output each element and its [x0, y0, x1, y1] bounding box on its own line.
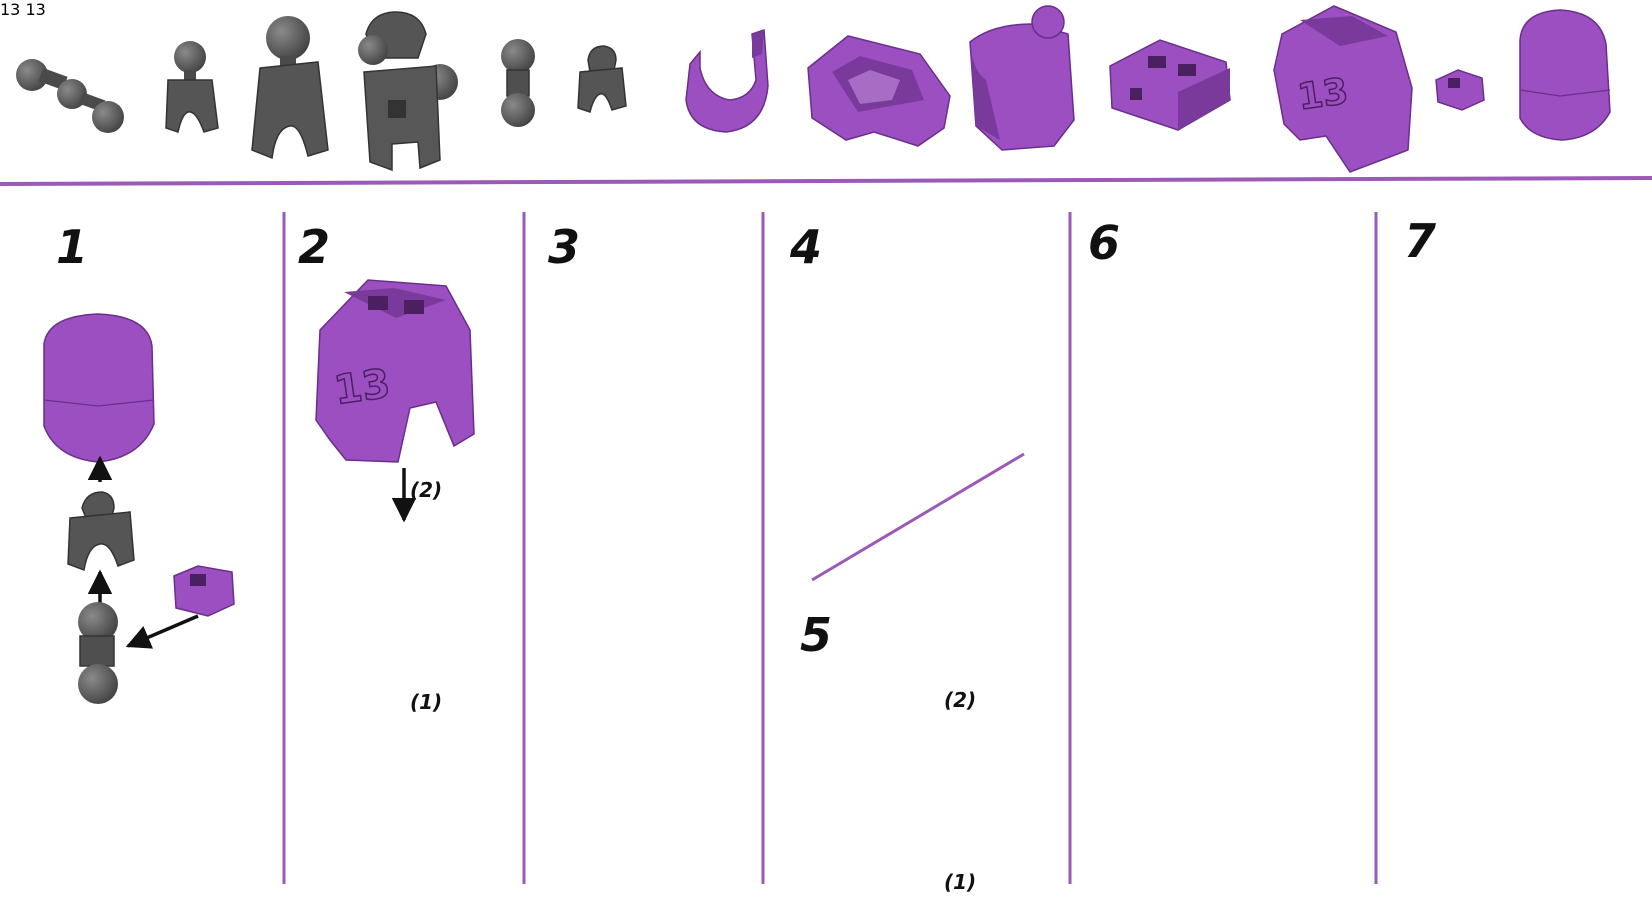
step1-purple-clip [173, 565, 235, 617]
part-purple-chest-block [1109, 39, 1231, 131]
step-number-1: 1 [56, 220, 89, 274]
step5-order-note-bottom: (1) [944, 870, 977, 894]
step5-order-note-top: (2) [944, 688, 977, 712]
step-number-3: 3 [548, 220, 581, 274]
step5-arrow-diagonal: 13 13 1 2 3 4 5 6 7 (2) (1) (2) (1) cons… [0, 0, 1436, 892]
part-purple-hip-clip [685, 28, 769, 133]
part-double-ball-connector [16, 59, 124, 133]
part-small-clip [577, 45, 627, 113]
part-ball-peg [501, 39, 535, 127]
step2-torso-number: 13 [331, 361, 393, 414]
step2-arrow-up-block: 13 13 1 2 3 4 5 6 7 (2) (1) (2) (1) cons… [0, 0, 1436, 892]
step2-torso-shell: 13 [315, 279, 475, 463]
step6-arrow-abdomen: 13 1 2 3 4 5 6 7 (2) (1) (2) (1) const d… [25, 0, 1436, 892]
part-purple-abdomen [969, 5, 1075, 151]
step1-ball-peg [78, 602, 118, 704]
step2-order-note-top: (2) [410, 478, 443, 502]
part-small-ball-clip [165, 41, 219, 133]
parts-divider [0, 176, 1652, 186]
step-number-6: 6 [1088, 216, 1121, 270]
step-number-7: 7 [1404, 214, 1437, 268]
step6-torso: 13 [0, 0, 25, 19]
step4-5-divider [811, 452, 1025, 582]
part-purple-pelvis [807, 35, 951, 147]
step-number-4: 4 [790, 220, 823, 274]
torso-number-decal: 13 [1295, 71, 1350, 119]
step6-arrow-head: 13 13 1 2 3 4 5 6 7 (2) (1) (2) (1) cons… [0, 0, 1436, 892]
step2-order-note-bottom: (1) [410, 690, 443, 714]
step6-torso-number: 13 [0, 0, 21, 19]
step-number-2: 2 [298, 220, 331, 274]
part-large-ball-clip [251, 16, 329, 160]
step7-torso-number: 13 [25, 0, 46, 19]
step3-arrow-up: 13 13 1 2 3 4 5 6 7 (2) (1) (2) (1) cons… [0, 0, 1436, 892]
part-purple-small-clip [1435, 69, 1485, 111]
step7-assembled-figure: 13 [25, 0, 45, 19]
step1-clip [67, 491, 135, 572]
step-number-5: 5 [800, 608, 833, 662]
part-purple-torso-shell: 13 [1273, 5, 1413, 173]
part-purple-head [1519, 9, 1611, 141]
step5-arrow-down: 13 13 1 2 3 4 5 6 7 (2) (1) (2) (1) cons… [0, 0, 1436, 892]
step4-arrow-down: 13 13 1 2 3 4 5 6 7 (2) (1) (2) (1) cons… [0, 0, 1436, 892]
step1-arrow-clip-to-peg [125, 614, 199, 649]
step1-head [43, 313, 155, 463]
part-torso-frame [358, 11, 458, 172]
step6-arrow-torso: 13 1 2 3 4 5 6 7 (2) (1) (2) (1) const d… [25, 0, 1436, 892]
